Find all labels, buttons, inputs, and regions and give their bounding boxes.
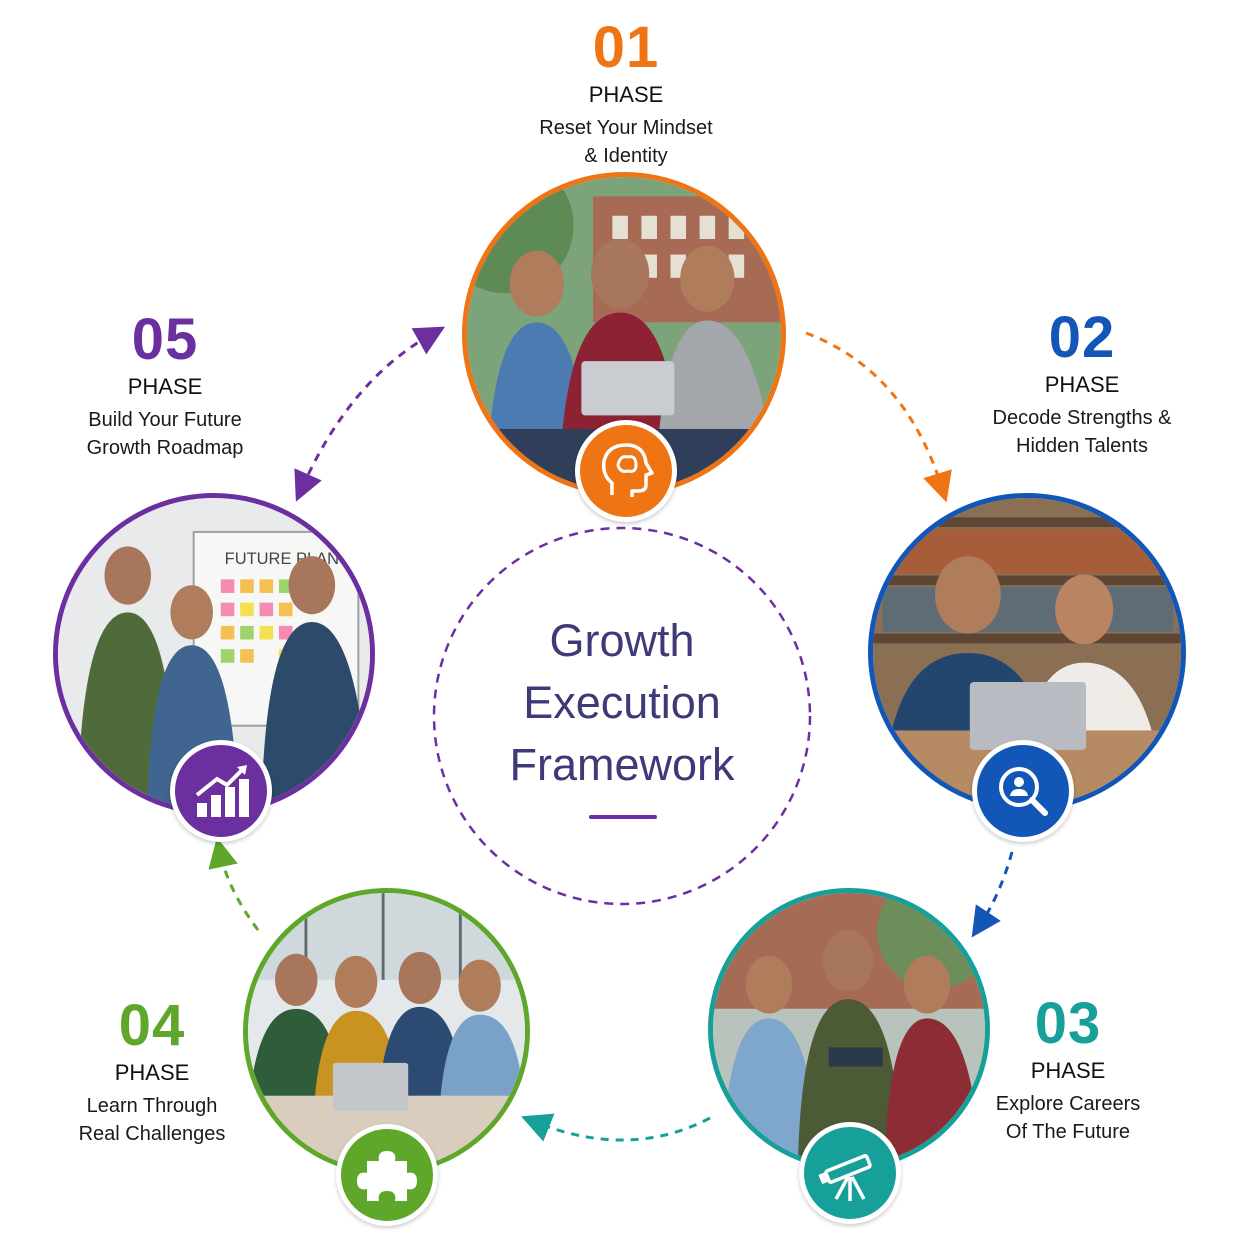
phase5-number: 05 [131,307,199,372]
phase4-description: Learn Through Real Challenges [78,1095,226,1145]
arrow-phase2-to-phase3 [971,851,1014,938]
magnifier-person-icon [972,740,1074,842]
center-dashed-circle [432,526,812,906]
phase4-number: 04 [118,993,186,1058]
phase2-description: Decode Strengths & Hidden Talents [992,407,1172,457]
phase1-description: Reset Your Mindset & Identity [539,117,713,167]
phase1-label: 01 PHASE Reset Your Mindset & Identity [496,18,756,170]
puzzle-piece-icon [336,1124,438,1226]
phase3-description: Explore Careers Of The Future [995,1093,1141,1143]
center-title: Growth Execution Framework [472,610,772,796]
phase2-number: 02 [1048,305,1116,370]
phase5-photo: FUTURE PLAN [53,493,375,815]
arrow-phase5-to-phase1 [294,326,446,502]
phase3-phase-label: PHASE [1030,1058,1106,1083]
arrow-phase1-to-phase2 [805,331,952,503]
phase4-label: 04 PHASE Learn Through Real Challenges [22,996,282,1148]
growth-chart-icon [170,740,272,842]
phase3-label: 03 PHASE Explore Careers Of The Future [938,994,1198,1146]
phase3-number: 03 [1034,991,1102,1056]
phase5-phase-label: PHASE [127,374,203,399]
arrow-phase4-to-phase5 [208,837,260,931]
brain-head-icon [575,420,677,522]
arrow-phase3-to-phase4 [521,1113,711,1142]
center-title-underline [589,815,657,819]
center-title-line1: Growth [549,615,695,666]
phase4-photo [243,888,530,1175]
phase2-label: 02 PHASE Decode Strengths & Hidden Talen… [952,308,1212,460]
phase1-number: 01 [592,15,660,80]
center-title-line2: Execution [523,677,721,728]
phase2-phase-label: PHASE [1044,372,1120,397]
phase5-label: 05 PHASE Build Your Future Growth Roadma… [35,310,295,462]
phase5-description: Build Your Future Growth Roadmap [86,409,244,459]
phase1-phase-label: PHASE [588,82,664,107]
telescope-icon [799,1122,901,1224]
phase4-phase-label: PHASE [114,1060,190,1085]
center-title-line3: Framework [509,739,735,790]
